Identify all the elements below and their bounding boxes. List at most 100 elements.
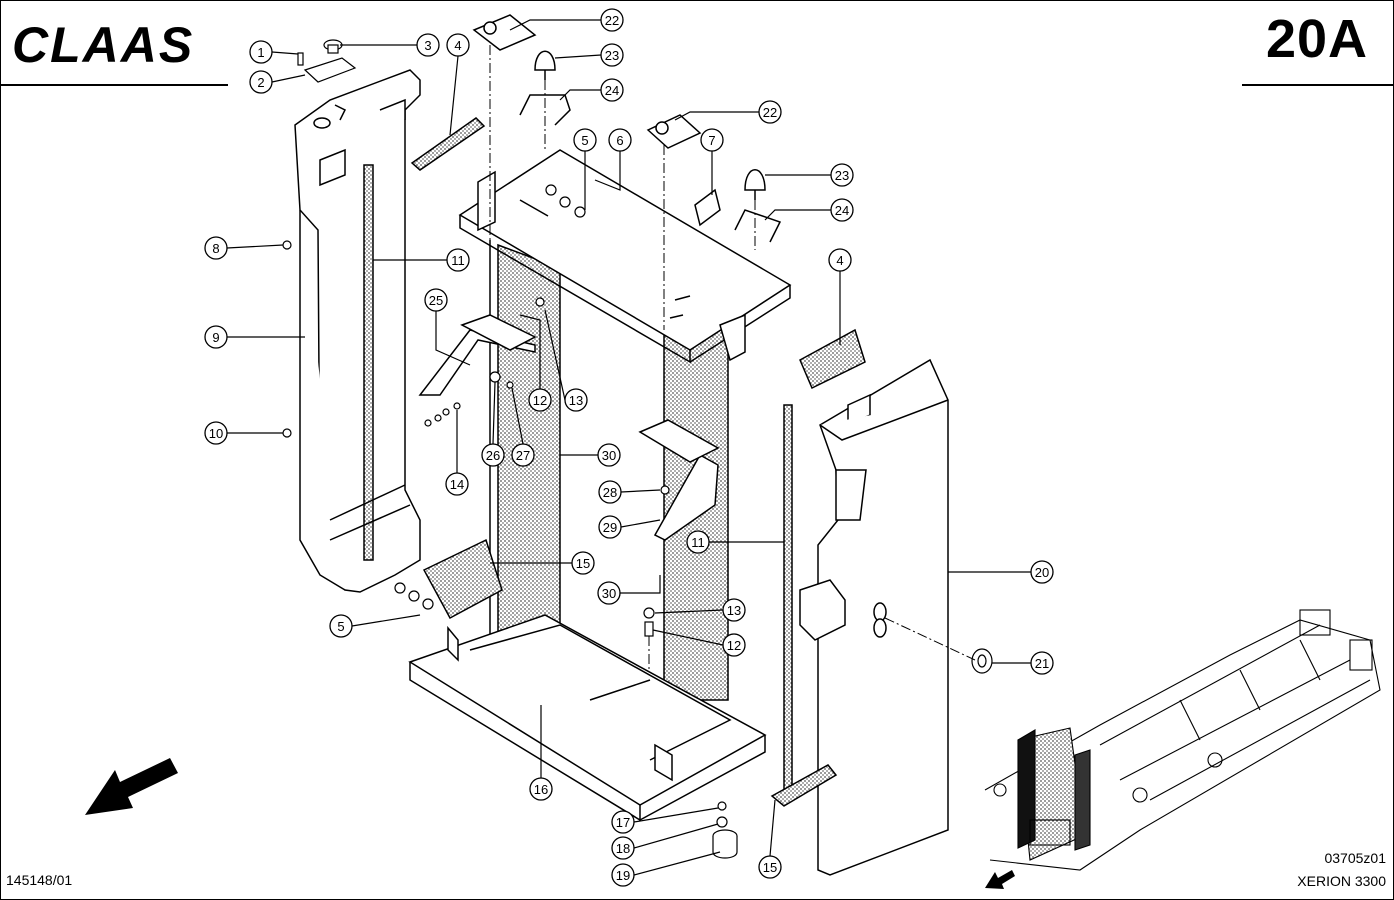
callout-label: 28 [603,485,617,500]
callout-c25: 25 [424,288,448,312]
callout-circle [758,855,782,879]
callout-label: 2 [257,75,264,90]
callout-label: 19 [616,868,630,883]
callout-c22b: 22 [758,100,782,124]
callout-circle [598,515,622,539]
callout-c7: 7 [700,128,724,152]
callout-c24b: 24 [830,198,854,222]
callout-circle [424,288,448,312]
callout-label: 18 [616,841,630,856]
callout-label: 23 [835,168,849,183]
callout-c11a: 11 [446,248,470,272]
callout-c23a: 23 [600,43,624,67]
callout-c9: 9 [204,325,228,349]
callout-c13a: 13 [564,388,588,412]
tractor-location-overview [984,609,1381,871]
callout-label: 24 [835,203,849,218]
callout-c15a: 15 [571,551,595,575]
callout-label: 30 [602,448,616,463]
bottom-tray [408,614,767,822]
callout-label: 6 [616,133,623,148]
callout-c21: 21 [1030,651,1054,675]
callout-circle [446,248,470,272]
callout-c19: 19 [611,863,635,887]
callout-circle [528,388,552,412]
callout-label: 22 [763,105,777,120]
callout-c17: 17 [611,810,635,834]
sheet-number: 20A [1265,9,1368,69]
callout-label: 26 [486,448,500,463]
callout-label: 11 [451,253,465,268]
callout-label: 12 [533,393,547,408]
assembly-center-lines [489,45,976,670]
callout-circle [830,198,854,222]
callout-c8: 8 [204,236,228,260]
top-mounting-plate [458,149,792,364]
callout-c30a: 30 [597,443,621,467]
callout-circle [611,836,635,860]
callout-label: 21 [1035,656,1049,671]
callout-label: 29 [603,520,617,535]
callout-circle [611,810,635,834]
foam-gaskets [410,117,866,807]
callout-circle [600,78,624,102]
callout-circle [597,581,621,605]
callout-label: 9 [212,330,219,345]
callout-label: 24 [605,83,619,98]
figure-code: 03705z01 [1324,850,1386,866]
callout-c30b: 30 [597,581,621,605]
callout-circle [571,551,595,575]
callout-label: 15 [576,556,590,571]
callout-circle [611,863,635,887]
callout-c12a: 12 [528,388,552,412]
callout-circle [1030,560,1054,584]
callout-c20: 20 [1030,560,1054,584]
svg-text:CLAAS: CLAAS [12,17,194,73]
callout-circle [446,33,470,57]
leader-lines [226,19,1031,876]
callout-label: 8 [212,241,219,256]
callout-label: 16 [534,782,548,797]
callout-c29: 29 [598,515,622,539]
callout-circle [445,472,469,496]
callout-circle [249,40,273,64]
callout-circle [600,43,624,67]
callout-label: 23 [605,48,619,63]
callout-label: 10 [209,426,223,441]
callout-label: 7 [708,133,715,148]
callout-circle [828,248,852,272]
callout-circle [830,163,854,187]
callout-label: 4 [836,253,843,268]
callout-c16: 16 [529,777,553,801]
callout-circle [564,388,588,412]
callout-circle [329,614,353,638]
callout-circle [204,421,228,445]
travel-direction-arrow [85,758,1015,889]
callout-c23b: 23 [830,163,854,187]
callout-c4a: 4 [446,33,470,57]
callout-c11b: 11 [686,530,710,554]
fasteners [282,39,993,859]
left-side-frame [294,69,421,593]
model-name: XERION 3300 [1297,873,1386,889]
callout-label: 4 [454,38,461,53]
callout-circle [758,100,782,124]
callout-c15b: 15 [758,855,782,879]
callout-c5a: 5 [573,128,597,152]
callout-c10: 10 [204,421,228,445]
callout-circle [204,325,228,349]
callout-circle [598,480,622,504]
right-side-frame [783,358,949,876]
hinges-caps-clips [472,14,782,243]
callout-circle [597,443,621,467]
callout-label: 13 [727,603,741,618]
callout-circle [573,128,597,152]
callout-label: 22 [605,13,619,28]
callout-circle [686,530,710,554]
callout-circle [722,598,746,622]
claas-logo: CLAAS [12,17,194,73]
callout-label: 3 [424,38,431,53]
callout-c27: 27 [511,443,535,467]
callout-circle [529,777,553,801]
